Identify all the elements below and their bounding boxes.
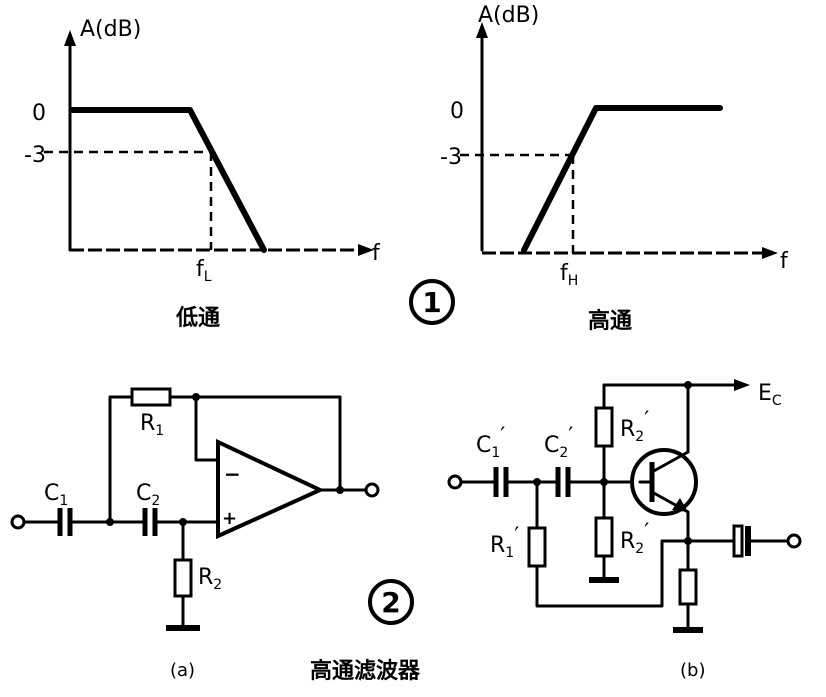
figure-2-title: 高通滤波器 [310,658,421,684]
transistor [630,448,698,516]
label-circuit-b: (b) [680,660,705,681]
lowpass-tick-minus3: -3 [24,143,46,168]
capacitor-c1-prime [493,467,509,497]
svg-text:1: 1 [422,286,441,319]
lowpass-response-graph: A(dB) 0 -3 f fL 低通 [24,17,381,331]
label-r2: R2 [198,565,222,593]
highpass-response-graph: A(dB) 0 -3 f fH 高通 [440,3,789,334]
op-amp-plus: + [222,508,237,529]
resistor-r2 [173,558,193,598]
capacitor-c1 [57,508,73,536]
lowpass-cutoff-label: fL [196,257,212,285]
lowpass-response-curve [69,107,267,253]
figure-2-number: 2 [368,579,414,625]
highpass-x-axis-arrow [762,247,778,259]
label-c2-prime: C2′ [544,424,573,461]
output-terminal-b [786,533,802,549]
op-amp-minus: − [224,462,241,486]
resistor-emitter [678,568,698,606]
highpass-response-curve [521,105,723,253]
lowpass-y-axis-label: A(dB) [80,17,141,42]
label-c1: C1 [44,481,68,509]
capacitor-c2 [142,508,158,536]
resistor-r1 [130,387,172,407]
lowpass-x-axis-arrow [358,244,374,256]
figure-1-number: 1 [409,279,455,325]
label-c2: C2 [136,481,160,509]
lowpass-x-axis-label: f [372,241,381,266]
resistor-r2-prime-top [594,406,614,448]
capacitor-c2-prime [555,467,571,497]
capacitor-output [732,524,751,558]
lowpass-y-axis-arrow [64,30,76,46]
highpass-cutoff-label: fH [560,261,578,289]
circuit-a-active-highpass: − + C1 C2 R1 R2 (a) [10,387,380,681]
supply-arrow [734,379,750,391]
highpass-caption: 高通 [588,308,632,334]
output-terminal-a [364,482,380,498]
label-r2-prime-bottom: R2′ [620,520,649,557]
label-r1: R1 [140,411,164,439]
highpass-tick-minus3: -3 [440,145,462,170]
input-terminal-a [10,514,26,530]
highpass-y-axis-label: A(dB) [478,3,539,28]
label-r2-prime-top: R2′ [620,408,649,445]
lowpass-tick-0: 0 [32,101,46,126]
op-amp [216,438,325,540]
highpass-tick-0: 0 [450,99,464,124]
highpass-x-axis-label: f [780,249,789,274]
resistor-r2-prime-bottom [594,516,614,558]
resistor-r1-prime [527,526,547,568]
label-r1-prime: R1′ [490,524,519,561]
circuit-b-transistor-highpass: EC [447,379,802,681]
lowpass-caption: 低通 [175,306,220,331]
label-circuit-a: (a) [170,660,195,681]
highpass-y-axis-arrow [476,22,488,38]
label-ec: EC [758,381,782,409]
input-terminal-b [447,474,463,490]
label-c1-prime: C1′ [476,424,505,461]
svg-text:2: 2 [381,586,400,619]
